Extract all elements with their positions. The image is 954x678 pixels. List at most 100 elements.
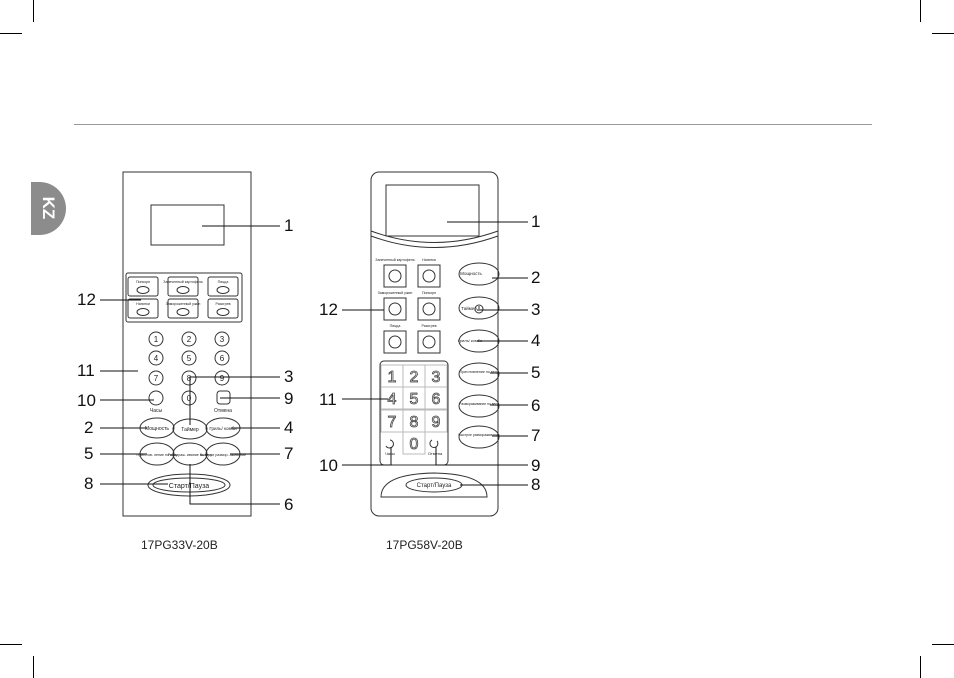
right-menu-item[interactable] xyxy=(417,264,441,288)
left-menu-item-label: Попкорн xyxy=(136,280,150,284)
digit-button[interactable] xyxy=(148,331,164,347)
crop-mark xyxy=(0,644,22,645)
right-callout-3: 3 xyxy=(531,300,541,319)
right-menu-item-label: Попкорн xyxy=(422,291,436,295)
right-cook-weight-button[interactable] xyxy=(458,362,500,386)
left-menu-item[interactable] xyxy=(167,276,199,297)
digit-button[interactable] xyxy=(214,370,230,386)
food-icon xyxy=(176,308,190,316)
digit-label: 7 xyxy=(154,374,159,383)
left-clock-button[interactable] xyxy=(148,390,164,406)
digit-button[interactable] xyxy=(181,390,197,406)
food-icon xyxy=(176,286,190,294)
left-start-button[interactable] xyxy=(147,473,231,497)
right-cook-weight-label: Приготовление по весу xyxy=(460,370,499,374)
right-grill-label: Гриль/ комби xyxy=(458,338,482,343)
left-grill-label: Гриль/ комби xyxy=(209,426,237,431)
left-menu-item[interactable] xyxy=(207,276,239,297)
food-icon xyxy=(216,286,230,294)
food-icon xyxy=(422,335,436,349)
right-callout-4: 4 xyxy=(531,331,541,350)
right-menu-item[interactable] xyxy=(417,330,441,354)
food-icon xyxy=(136,286,150,294)
left-start-button-inner xyxy=(152,477,226,493)
right-timer-button[interactable] xyxy=(458,296,500,320)
right-defrost-weight-button[interactable] xyxy=(458,394,500,418)
left-callout-11: 11 xyxy=(77,361,95,380)
left-callout-9: 9 xyxy=(284,389,294,408)
digit-button[interactable] xyxy=(181,350,197,366)
digit-button[interactable] xyxy=(402,431,426,455)
digit-label: 2 xyxy=(187,335,192,344)
food-icon xyxy=(388,302,402,316)
right-quick-defrost-button[interactable] xyxy=(458,425,500,449)
digit-label: 6 xyxy=(432,391,441,408)
digit-button[interactable] xyxy=(181,331,197,347)
digit-button[interactable] xyxy=(181,370,197,386)
left-menu-item-label: Замороженный ужин xyxy=(166,302,201,306)
right-clock-label: Часы xyxy=(385,451,395,456)
right-menu-item[interactable] xyxy=(383,264,407,288)
left-callout-12: 12 xyxy=(77,290,96,309)
food-icon xyxy=(388,269,402,283)
left-menu-item-label: Пицца xyxy=(218,280,229,284)
left-callout-6: 6 xyxy=(284,495,294,514)
right-clock-icon xyxy=(385,439,394,449)
food-icon xyxy=(388,335,402,349)
digit-button[interactable] xyxy=(214,331,230,347)
right-cancel-label: Отмена xyxy=(428,451,443,456)
right-menu-item[interactable] xyxy=(417,297,441,321)
left-menu-item[interactable] xyxy=(167,298,199,319)
digit-label: 0 xyxy=(410,436,419,453)
digit-button[interactable] xyxy=(214,350,230,366)
digit-button[interactable] xyxy=(148,370,164,386)
right-start-frame xyxy=(380,472,488,498)
digit-button[interactable] xyxy=(148,350,164,366)
digit-label: 9 xyxy=(220,374,225,383)
right-menu-item-label: Разогрев xyxy=(421,324,436,328)
right-menu-item[interactable] xyxy=(383,297,407,321)
digit-label: 3 xyxy=(432,369,441,386)
food-icon xyxy=(422,269,436,283)
right-callout-1: 1 xyxy=(531,212,541,231)
right-display-curve-2 xyxy=(370,235,499,248)
left-start-label: Старт/Пауза xyxy=(169,483,210,490)
left-menu-item[interactable] xyxy=(127,276,159,297)
right-callout-7: 7 xyxy=(531,426,541,445)
right-display xyxy=(385,184,480,237)
digit-label: 9 xyxy=(432,414,441,431)
right-callout-11: 11 xyxy=(319,390,337,409)
digit-button[interactable] xyxy=(424,386,448,410)
right-power-button[interactable] xyxy=(458,262,500,286)
left-callout-10: 10 xyxy=(77,391,96,410)
right-display-curve xyxy=(370,230,499,243)
left-callout-7: 7 xyxy=(284,444,294,463)
food-icon xyxy=(216,308,230,316)
digit-label: 3 xyxy=(220,335,225,344)
left-callout-8: 8 xyxy=(84,474,94,493)
right-menu-item-label: Запеченный картофель xyxy=(375,258,415,262)
right-model-caption: 17PG58V-20B xyxy=(386,538,463,552)
crop-mark xyxy=(932,644,954,645)
left-menu-frame xyxy=(125,272,243,323)
left-panel-body xyxy=(122,171,252,517)
right-menu-item[interactable] xyxy=(383,330,407,354)
left-clock-label: Часы xyxy=(150,408,163,414)
right-callout-12: 12 xyxy=(319,300,338,319)
header-rule xyxy=(74,124,872,125)
left-menu-item[interactable] xyxy=(207,298,239,319)
right-timer-icon xyxy=(474,304,484,314)
left-menu-item-label: Разогрев xyxy=(215,302,230,306)
digit-button[interactable] xyxy=(424,409,448,433)
left-menu-item[interactable] xyxy=(127,298,159,319)
left-callout-2: 2 xyxy=(84,418,94,437)
digit-label: 8 xyxy=(410,414,419,431)
right-keypad xyxy=(379,360,449,466)
right-defrost-weight-label: Размораживание по весу xyxy=(459,402,499,406)
left-cancel-label: Отмена xyxy=(214,408,232,414)
right-menu-item-label: Пицца xyxy=(390,324,401,328)
